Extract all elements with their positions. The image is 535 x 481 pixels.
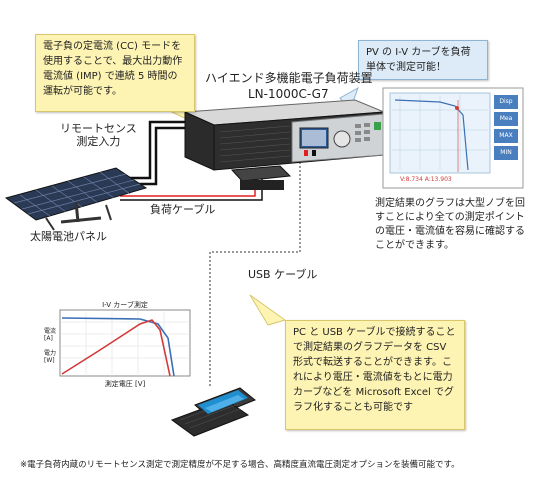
screen-button-disp: Disp <box>499 98 513 105</box>
callout-pv: PV の I-V カーブを負荷単体で測定可能！ <box>358 40 488 80</box>
power-curve <box>61 319 171 377</box>
load-cable-label: 負荷ケーブル <box>150 203 216 216</box>
footnote: ※電子負荷内蔵のリモートセンス測定で測定精度が不足する場合、高精度直流電圧測定オ… <box>20 460 460 470</box>
callout-pc: PC と USB ケーブルで接続することで測定結果のグラフデータを CSV 形式… <box>285 320 465 430</box>
large-knob <box>333 130 351 148</box>
callout-cc-text: 電子負の定電流 (CC) モードを使用することで、最大出力動作電流値 (IMP)… <box>43 41 183 97</box>
usb-cable <box>209 150 301 388</box>
screen-button-min: MIN <box>500 149 512 156</box>
screen-button-max: MAX <box>499 132 513 139</box>
laptop <box>170 387 256 437</box>
screen-button-mea: Mea <box>499 115 513 122</box>
solar-panel <box>4 167 148 231</box>
usb-cable-label: USB ケーブル <box>248 268 318 281</box>
device-model: LN-1000C-G7 <box>248 87 329 101</box>
screen-readout: V:8.734 A:13.903 <box>400 176 452 183</box>
laptop-chart-xlabel: 測定電圧 [V] <box>104 380 146 388</box>
callout-pc-pointer <box>249 294 287 326</box>
remote-sense-label: リモートセンス 測定入力 <box>60 122 137 148</box>
electronic-load-device <box>184 99 385 190</box>
callout-cc-mode: 電子負の定電流 (CC) モードを使用することで、最大出力動作電流値 (IMP)… <box>35 34 195 112</box>
pv-screen-image <box>382 87 524 189</box>
device-title: ハイエンド多機能電子負荷装置 <box>205 71 373 85</box>
callout-pv-text: PV の I-V カーブを負荷単体で測定可能！ <box>366 47 471 73</box>
laptop-chart-ylabel-right: 電力 [W] <box>44 350 57 364</box>
iv-curve <box>61 317 175 377</box>
solar-panel-label: 太陽電池パネル <box>30 230 107 243</box>
laptop-chart-ylabel-left: 電流 [A] <box>44 328 57 342</box>
remote-sense-cable <box>120 120 185 180</box>
graph-note: 測定結果のグラフは大型ノブを回すことにより全ての測定ポイントの電圧・電流値を容易… <box>375 198 525 251</box>
callout-pc-text: PC と USB ケーブルで接続することで測定結果のグラフデータを CSV 形式… <box>293 327 456 413</box>
laptop-chart-title: I-V カーブ測定 <box>102 301 148 309</box>
laptop-chart <box>59 309 191 377</box>
